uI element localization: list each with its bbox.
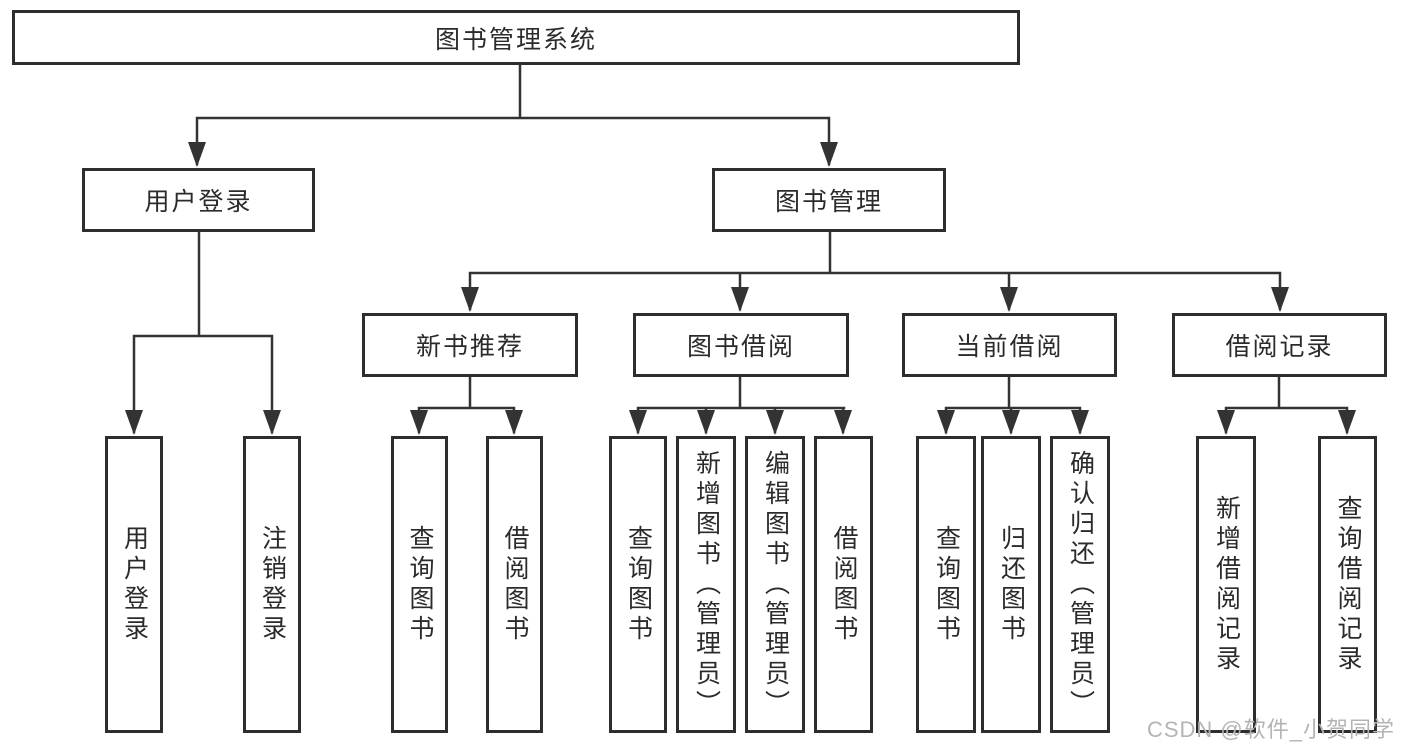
node-user-login: 用户登录 [82,168,315,232]
connector-new-books [417,375,516,434]
leaf-label: 借阅图书 [830,524,858,645]
leaf-add-books-admin: 新增图书（管理员） [676,436,736,733]
node-label: 借阅记录 [1225,333,1334,361]
node-label: 当前借阅 [955,333,1064,361]
leaf-label: 新增图书（管理员） [692,449,721,720]
node-library-system: 图书管理系统 [12,10,1020,65]
arrowheads [125,142,1356,435]
leaf-return-books: 归还图书 [981,436,1041,733]
connector-book-management [468,230,1282,311]
node-label: 新书推荐 [415,333,524,361]
leaf-label: 查询图书 [932,524,961,645]
node-book-management: 图书管理 [712,168,946,232]
leaf-query-borrow-record: 查询借阅记录 [1318,436,1377,733]
connector-book-borrow [636,375,846,434]
node-new-book-recommend: 新书推荐 [362,313,578,377]
leaf-label: 借阅图书 [501,524,529,645]
connector-root [195,63,831,166]
connector-user-login [132,230,274,434]
node-borrow-records: 借阅记录 [1172,313,1387,377]
leaf-user-login: 用户登录 [105,436,163,733]
leaf-logout: 注销登录 [243,436,301,733]
leaf-label: 新增借阅记录 [1212,494,1241,675]
node-book-borrow: 图书借阅 [633,313,849,377]
node-label: 图书管理 [774,188,883,216]
leaf-edit-books-admin: 编辑图书（管理员） [745,436,805,733]
leaf-label: 注销登录 [258,524,287,645]
leaf-query-books-1: 查询图书 [391,436,448,733]
leaf-borrow-books-1: 借阅图书 [486,436,543,733]
leaf-label: 查询图书 [406,524,434,645]
leaf-label: 编辑图书（管理员） [761,449,790,720]
leaf-query-books-3: 查询图书 [916,436,976,733]
leaf-add-borrow-record: 新增借阅记录 [1196,436,1256,733]
leaf-label: 查询图书 [624,524,653,645]
node-label: 图书借阅 [686,333,795,361]
leaf-borrow-books-2: 借阅图书 [814,436,873,733]
leaf-label: 归还图书 [997,524,1026,645]
node-label: 用户登录 [144,188,253,216]
leaf-label: 查询借阅记录 [1334,494,1362,675]
node-label: 图书管理系统 [434,25,597,54]
csdn-watermark: CSDN @软件_小贺同学 [1146,717,1395,742]
node-current-borrow: 当前借阅 [902,313,1117,377]
leaf-query-books-2: 查询图书 [609,436,667,733]
leaf-label: 确认归还（管理员） [1066,449,1095,720]
leaf-confirm-return-admin: 确认归还（管理员） [1050,436,1110,733]
connector-borrow-records [1224,375,1349,434]
leaf-label: 用户登录 [120,524,149,645]
